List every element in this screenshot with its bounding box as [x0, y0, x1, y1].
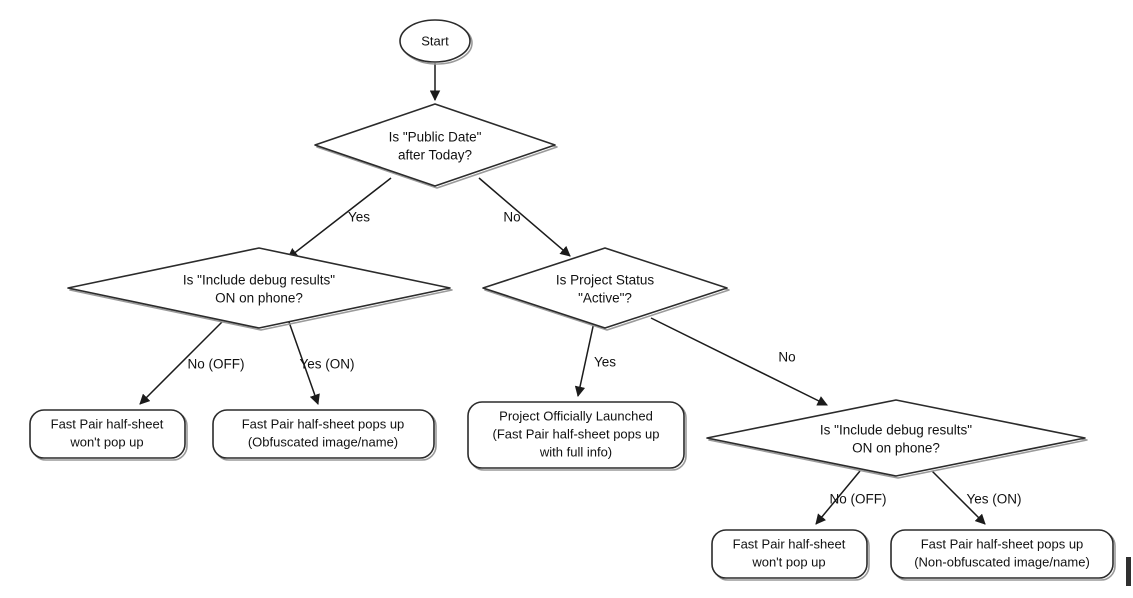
decision-debug-left-line1: Is "Include debug results" [183, 273, 335, 288]
edge-label-debug-left-yes: Yes (ON) [299, 357, 354, 372]
decision-public-date-line1: Is "Public Date" [389, 130, 482, 145]
result-left-off-line1: Fast Pair half-sheet [51, 416, 164, 431]
node-decision-public-date[interactable]: Is "Public Date" after Today? [314, 103, 558, 189]
node-decision-debug-right[interactable]: Is "Include debug results" ON on phone? [706, 399, 1088, 479]
result-launched-box [467, 401, 685, 469]
edge-label-public-date-yes: Yes [348, 210, 370, 225]
decision-debug-right-diamond [706, 399, 1086, 477]
result-left-off-line2: won't pop up [69, 434, 143, 449]
edge-label-status-yes: Yes [594, 355, 616, 370]
edge-label-status-no: No [778, 350, 795, 365]
result-left-off-box [29, 409, 186, 459]
decision-debug-right-line1: Is "Include debug results" [820, 423, 972, 438]
edge-label-debug-right-yes: Yes (ON) [966, 492, 1021, 507]
result-right-on-line1: Fast Pair half-sheet pops up [921, 536, 1084, 551]
start-ellipse [399, 19, 471, 63]
decision-debug-right-line2: ON on phone? [852, 441, 940, 456]
page-edge-artifact [1126, 557, 1131, 586]
decision-debug-left-line2: ON on phone? [215, 291, 303, 306]
edge-debug-right-no [815, 470, 861, 525]
decision-public-date-line2: after Today? [398, 148, 472, 163]
edge-public-date-no [478, 177, 571, 257]
result-launched-line1: Project Officially Launched [499, 408, 653, 423]
result-left-on-box [212, 409, 435, 459]
result-left-on-line2: (Obfuscated image/name) [248, 434, 398, 449]
result-right-on-line2: (Non-obfuscated image/name) [914, 554, 1090, 569]
node-decision-project-status[interactable]: Is Project Status "Active"? [482, 247, 730, 331]
result-right-off-line1: Fast Pair half-sheet [733, 536, 846, 551]
edge-debug-left-no [139, 321, 223, 405]
decision-public-date-diamond [314, 103, 556, 187]
node-result-right-off[interactable]: Fast Pair half-sheet won't pop up [711, 529, 870, 581]
node-result-right-on[interactable]: Fast Pair half-sheet pops up (Non-obfusc… [890, 529, 1116, 581]
edge-debug-right-yes [931, 470, 986, 525]
decision-project-status-line1: Is Project Status [556, 273, 655, 288]
result-right-off-line2: won't pop up [751, 554, 825, 569]
result-right-on-box [890, 529, 1114, 579]
edge-status-no [650, 317, 828, 406]
edge-public-date-yes [287, 177, 392, 259]
result-left-on-line1: Fast Pair half-sheet pops up [242, 416, 405, 431]
edge-label-debug-left-no: No (OFF) [188, 357, 245, 372]
edge-label-debug-right-no: No (OFF) [830, 492, 887, 507]
node-result-left-off[interactable]: Fast Pair half-sheet won't pop up [29, 409, 188, 461]
decision-debug-left-diamond [67, 247, 451, 329]
edge-label-public-date-no: No [503, 210, 520, 225]
edges-layer [139, 63, 986, 525]
node-result-left-on[interactable]: Fast Pair half-sheet pops up (Obfuscated… [212, 409, 437, 461]
edge-status-yes [574, 321, 595, 398]
node-start[interactable]: Start [399, 19, 473, 65]
start-label: Start [421, 33, 449, 48]
result-right-off-box [711, 529, 868, 579]
result-launched-line2: (Fast Pair half-sheet pops up [493, 426, 660, 441]
decision-project-status-diamond [482, 247, 728, 329]
result-launched-line3: with full info) [539, 444, 612, 459]
decision-project-status-line2: "Active"? [578, 291, 632, 306]
node-decision-debug-left[interactable]: Is "Include debug results" ON on phone? [67, 247, 453, 331]
node-result-launched[interactable]: Project Officially Launched (Fast Pair h… [467, 401, 687, 471]
edge-debug-left-yes [288, 321, 320, 405]
